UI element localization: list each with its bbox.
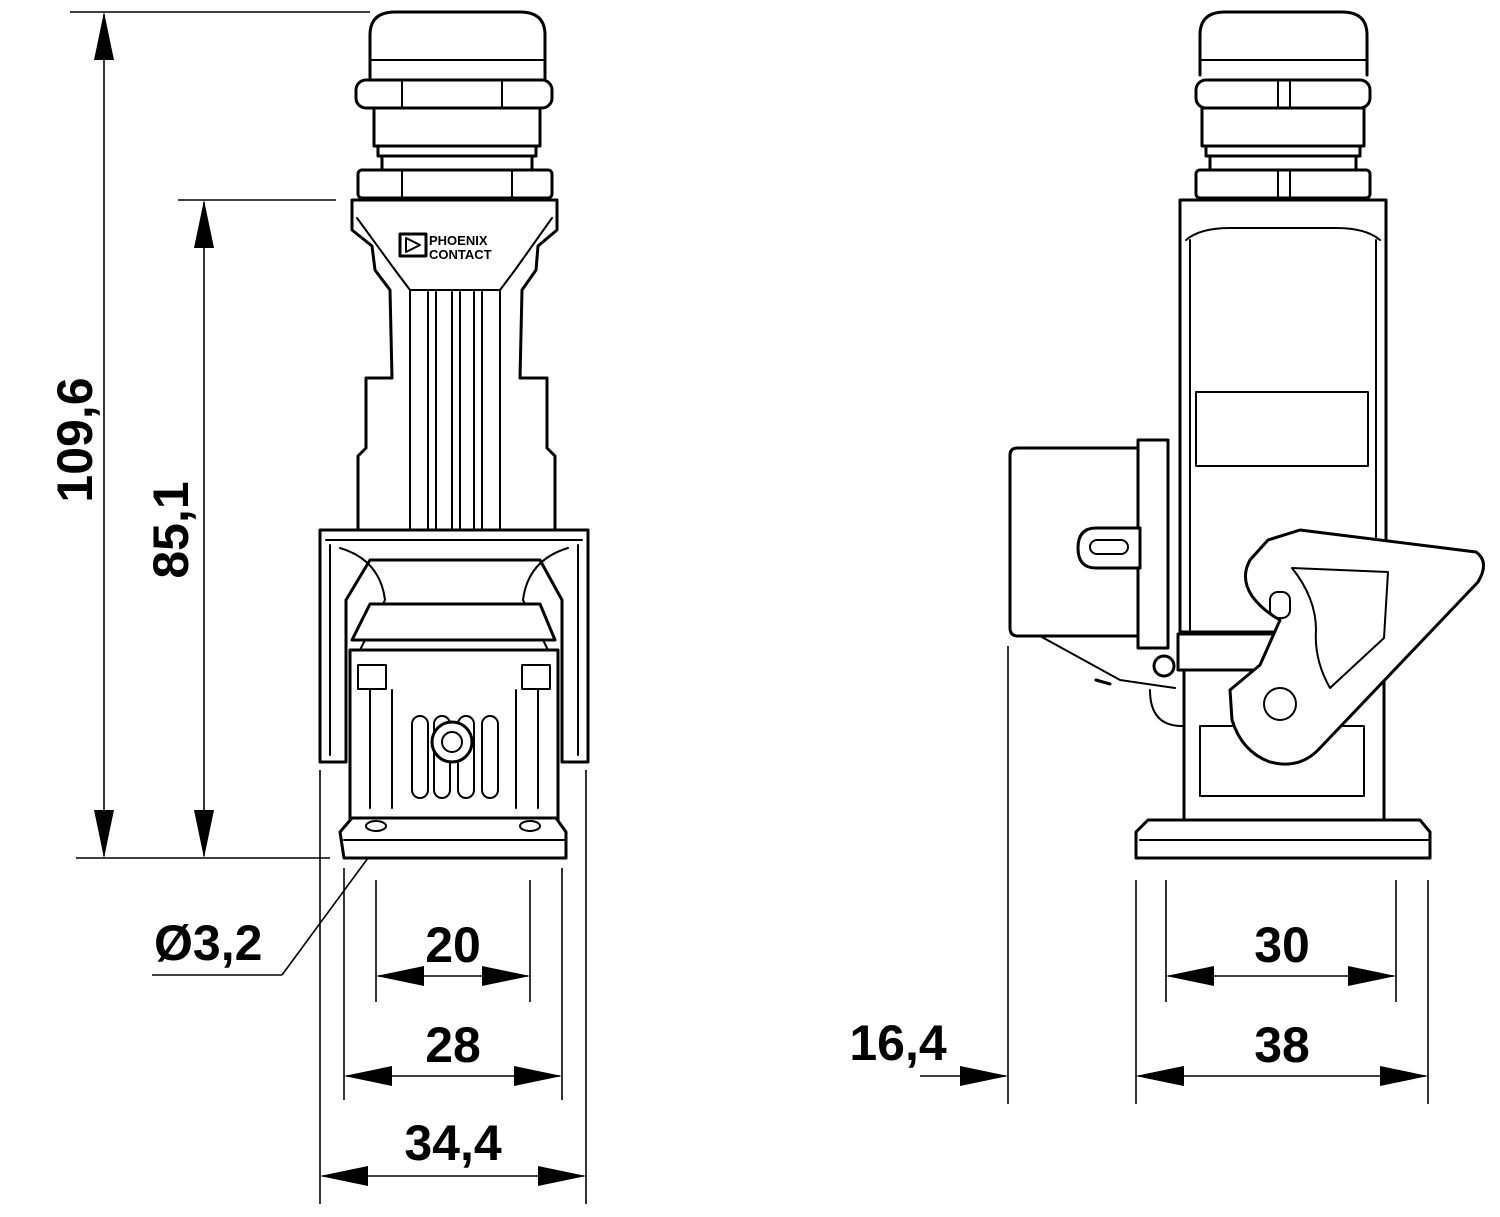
front-cable-gland — [354, 10, 554, 200]
dim-side-hole-spacing: 30 — [1166, 917, 1396, 986]
front-flange — [338, 816, 568, 860]
dim-label-side-flange-width: 38 — [1254, 1017, 1310, 1073]
side-flange — [1134, 818, 1432, 860]
dim-label-total-height: 109,6 — [47, 377, 103, 502]
dim-label-side-hole-spacing: 30 — [1254, 917, 1310, 973]
dim-label-front-flange-width: 28 — [425, 1017, 481, 1073]
dim-side-offset: 16,4 — [849, 1015, 1184, 1086]
dim-front-overall-width: 34,4 — [320, 1115, 586, 1186]
logo-text-line2: CONTACT — [429, 247, 492, 262]
logo-text-line1: PHOENIX — [429, 233, 488, 248]
dim-hole-diameter: Ø3,2 — [152, 857, 369, 976]
front-view: PHOENIX CONTACT — [318, 10, 590, 860]
dim-label-hole-diameter: Ø3,2 — [154, 915, 262, 971]
dimension-lines: 109,6 85,1 Ø3,2 20 — [47, 11, 1429, 1204]
side-mating-connector — [1008, 438, 1183, 727]
front-locking-frame — [318, 528, 590, 764]
side-cable-gland — [1194, 10, 1372, 200]
front-base-housing — [348, 648, 560, 822]
dim-front-flange-width: 28 — [344, 1017, 562, 1086]
dim-housing-height: 85,1 — [143, 199, 336, 858]
dim-label-front-overall-width: 34,4 — [404, 1115, 502, 1171]
side-locking-lever — [1152, 528, 1485, 766]
dim-label-side-offset: 16,4 — [849, 1015, 947, 1071]
phoenix-contact-logo: PHOENIX CONTACT — [398, 232, 492, 262]
dim-total-height: 109,6 — [47, 11, 370, 859]
dim-label-housing-height: 85,1 — [143, 481, 199, 578]
front-hood — [350, 198, 559, 549]
side-view — [1008, 10, 1485, 860]
dim-label-front-hole-spacing: 20 — [425, 917, 481, 973]
dim-front-hole-spacing: 20 — [376, 917, 530, 986]
